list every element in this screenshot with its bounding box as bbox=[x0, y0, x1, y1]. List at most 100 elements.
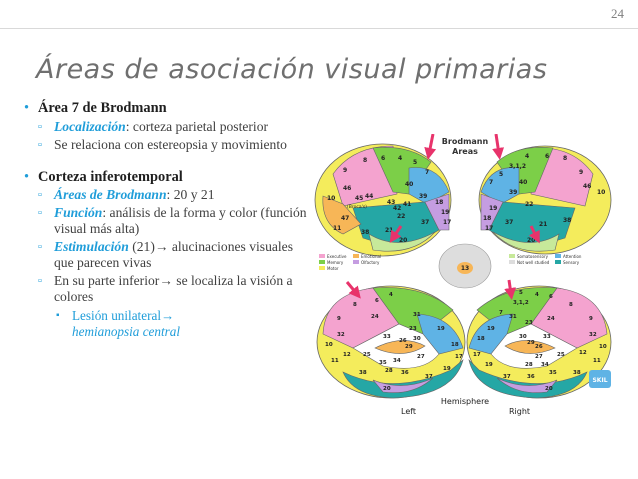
sub-subbullet-marker: ▪ bbox=[56, 310, 60, 321]
brain-lateral-left-labels: 4 5 7 6 8 9 10 44 45 46 47 43 39 40 41 4… bbox=[327, 155, 451, 244]
insula-diagram: 13 bbox=[438, 243, 492, 289]
legend-swatch bbox=[319, 266, 325, 270]
area-label: 28 bbox=[525, 362, 533, 368]
area-label: 8 bbox=[563, 155, 567, 162]
subbullet-areas: ▫ Áreas de Brodmann: 20 y 21 bbox=[24, 187, 314, 203]
legend-swatch bbox=[555, 260, 561, 264]
arrow-icon bbox=[492, 134, 505, 160]
legend-item: Olfactory bbox=[361, 260, 380, 265]
area-label: 11 bbox=[593, 358, 601, 364]
brain-medial-left bbox=[316, 285, 466, 399]
area-label: 17 bbox=[485, 225, 493, 232]
subbullet-text: : 20 y 21 bbox=[166, 187, 215, 202]
emphasis-term: Localización bbox=[54, 118, 126, 134]
area-label: 33 bbox=[383, 334, 391, 340]
area-label: 46 bbox=[343, 185, 351, 192]
area-label: 29 bbox=[527, 340, 535, 346]
legend-item: Not well studied bbox=[517, 260, 550, 265]
legend-item: Emotional bbox=[361, 254, 381, 259]
right-label: Right bbox=[509, 407, 530, 416]
area-label: 13 bbox=[461, 265, 469, 272]
area-label: 21 bbox=[385, 227, 393, 234]
subbullet-text: En su parte inferior→ se localiza la vis… bbox=[54, 273, 293, 304]
area-label: 4 bbox=[535, 292, 539, 298]
area-label: 27 bbox=[535, 354, 543, 360]
area-label: 18 bbox=[483, 215, 491, 222]
area-label: 9 bbox=[343, 167, 347, 174]
area-label: 30 bbox=[413, 336, 421, 342]
subbullet-text: (21)→ alucinaciones visuales que parecen… bbox=[54, 239, 294, 270]
area-label: 24 bbox=[547, 316, 555, 322]
area-label: 37 bbox=[425, 374, 433, 380]
area-label: 6 bbox=[549, 294, 553, 300]
subbullet-marker: ▫ bbox=[38, 189, 42, 201]
area-label: 11 bbox=[331, 358, 339, 364]
area-label: 31 bbox=[509, 314, 517, 320]
area-label: 19 bbox=[437, 326, 445, 332]
subbullet-localizacion: ▫ Localización: corteza parietal posteri… bbox=[24, 119, 314, 135]
legend-item: Motor bbox=[327, 266, 339, 271]
skil-logo: SKIL bbox=[589, 370, 611, 388]
slide-number: 24 bbox=[611, 6, 624, 21]
area-label: 8 bbox=[363, 157, 367, 164]
brain-medial-left-labels: 24 6 4 8 31 9 32 23 26 29 30 10 19 33 25… bbox=[325, 292, 463, 392]
left-label: Left bbox=[401, 407, 416, 416]
area-label: 19 bbox=[489, 205, 497, 212]
area-label: 4 bbox=[525, 153, 529, 160]
sub-subbullet-lesion: ▪ Lesión unilateral→ hemianopsia central bbox=[24, 308, 314, 340]
area-label: 20 bbox=[527, 237, 535, 244]
area-label: 23 bbox=[525, 320, 533, 326]
area-label: 6 bbox=[545, 153, 549, 160]
legend-left: Executive Memory Motor Emotional Olfacto… bbox=[319, 254, 381, 271]
subbullet-marker: ▫ bbox=[38, 275, 42, 287]
bullet-label: Área 7 de Brodmann bbox=[38, 100, 167, 116]
subbullet-text: : análisis de la forma y color (función … bbox=[54, 205, 307, 236]
area-label: 39 bbox=[509, 189, 517, 196]
emphasis-term: Estimulación bbox=[54, 239, 129, 254]
legend-swatch bbox=[319, 260, 325, 264]
subbullet-estereopsia: ▫ Se relaciona con estereopsia y movimie… bbox=[24, 137, 314, 153]
area-label: 23 bbox=[409, 326, 417, 332]
area-label: 38 bbox=[361, 229, 369, 236]
area-label: 40 bbox=[405, 181, 413, 188]
area-label: 34 bbox=[541, 362, 549, 368]
area-label: 5 bbox=[499, 171, 503, 178]
area-label: 10 bbox=[597, 189, 605, 196]
area-label: 35 bbox=[549, 370, 557, 376]
arrow-icon bbox=[528, 225, 540, 244]
area-label: 12 bbox=[579, 350, 587, 356]
area-label: 22 bbox=[397, 213, 405, 220]
hemisphere-label: Hemisphere bbox=[441, 397, 489, 406]
area-label: 30 bbox=[519, 334, 527, 340]
area-label: 20 bbox=[383, 386, 391, 392]
area-label: 8 bbox=[569, 302, 573, 308]
area-label: 4 bbox=[389, 292, 393, 298]
area-label: 24 bbox=[371, 314, 379, 320]
area-label: 36 bbox=[401, 370, 409, 376]
area-label: 7 bbox=[499, 310, 503, 316]
area-label: 26 bbox=[399, 338, 407, 344]
area-label: 36 bbox=[527, 374, 535, 380]
area-label: 40 bbox=[519, 179, 527, 186]
area-label: 39 bbox=[419, 193, 427, 200]
header-background bbox=[0, 0, 638, 29]
area-label: 9 bbox=[579, 169, 583, 176]
legend-item: Memory bbox=[327, 260, 344, 265]
legend-right: Attention Sensory Somatosensory Not well… bbox=[509, 254, 582, 265]
figure-header-line1: Brodmann bbox=[442, 137, 489, 146]
arrow-icon bbox=[424, 134, 437, 160]
brodmann-areas-figure: 4 5 7 6 8 9 10 44 45 46 47 43 39 40 41 4… bbox=[313, 134, 613, 418]
area-label: 5 bbox=[519, 290, 523, 296]
broca-label: (Broca's) bbox=[347, 204, 367, 210]
arrow-icon bbox=[389, 225, 403, 243]
area-label: 18 bbox=[435, 199, 443, 206]
area-label: 7 bbox=[489, 179, 493, 186]
figure-header-line2: Areas bbox=[452, 147, 478, 156]
subbullet-marker: ▫ bbox=[38, 207, 42, 219]
legend-item: Somatosensory bbox=[517, 254, 549, 259]
area-label: 12 bbox=[343, 352, 351, 358]
legend-swatch bbox=[509, 254, 515, 258]
area-label: 38 bbox=[359, 370, 367, 376]
area-label: 25 bbox=[557, 352, 565, 358]
subbullet-marker: ▫ bbox=[38, 120, 42, 133]
